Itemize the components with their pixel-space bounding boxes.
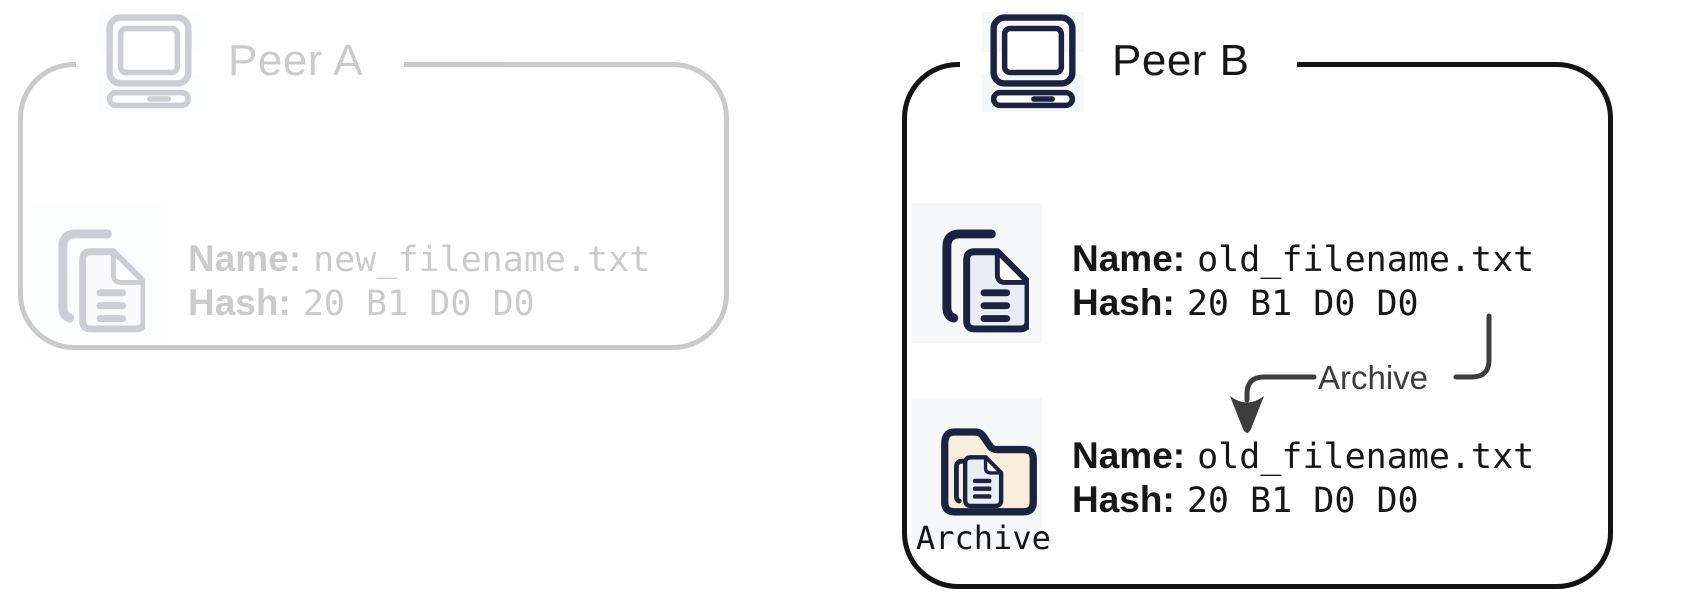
peer-b-file-hash-line: Hash: 20 B1 D0 D0 [1072,284,1419,322]
peer-a-file-hash-line: Hash: 20 B1 D0 D0 [188,284,535,322]
archive-arrow-down-icon [1230,313,1492,433]
hash-value: 20 B1 D0 D0 [1186,481,1419,521]
name-label: Name: [188,238,302,279]
hash-label: Hash: [1072,282,1175,323]
hash-value: 20 B1 D0 D0 [302,284,535,324]
peer-b-archived-hash-line: Hash: 20 B1 D0 D0 [1072,481,1419,519]
hash-value: 20 B1 D0 D0 [1186,284,1419,324]
hash-label: Hash: [1072,479,1175,520]
name-value: new_filename.txt [313,240,651,280]
name-value: old_filename.txt [1197,240,1535,280]
computer-icon [990,14,1076,109]
archive-arrow-label: Archive [1318,359,1429,396]
name-value: old_filename.txt [1197,437,1535,477]
copy-document-icon [942,229,1029,333]
peer-b-archived-name-line: Name: old_filename.txt [1072,437,1534,475]
archive-folder-icon [941,428,1037,516]
name-label: Name: [1072,435,1186,476]
peer-a-box [18,62,729,350]
peer-a-file-name-line: Name: new_filename.txt [188,240,650,278]
name-label: Name: [1072,238,1186,279]
peer-a-computer-icon-bg [98,12,200,112]
peer-b-file-name-line: Name: old_filename.txt [1072,240,1534,278]
copy-document-icon [58,229,145,333]
computer-icon [106,14,192,109]
peer-a-title: Peer A [228,36,364,85]
peer-b-title: Peer B [1112,36,1250,85]
hash-label: Hash: [188,282,291,323]
archive-folder-caption: Archive [916,519,1051,557]
peer-a-header-gap [76,52,404,74]
